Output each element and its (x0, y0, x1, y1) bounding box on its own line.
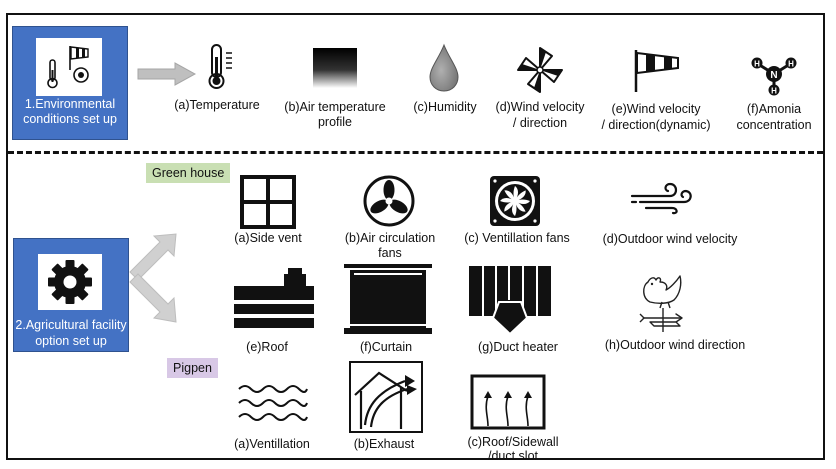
svg-text:H: H (754, 60, 760, 69)
label-outdoor-wind-velocity: (d)Outdoor wind velocity (602, 232, 738, 246)
window-vent-icon (240, 175, 296, 229)
svg-text:H: H (771, 87, 777, 96)
weathervane-icon (639, 275, 683, 332)
label-ammonia-line2: concentration (736, 118, 812, 132)
label-air-circulation-line2: fans (378, 246, 402, 260)
label-roof: (e)Roof (246, 340, 288, 354)
circulation-fan-icon (363, 175, 415, 227)
label-curtain: (f)Curtain (359, 340, 413, 354)
pigpen-tag: Pigpen (167, 358, 218, 378)
environmental-conditions-box: 1.Environmental conditions set up (12, 26, 128, 140)
section1-title-line1: 1.Environmental (24, 97, 116, 111)
label-side-vent: (a)Side vent (234, 231, 302, 245)
duct-heater-icon (469, 266, 551, 336)
svg-text:H: H (788, 60, 794, 69)
label-wind-line2: / direction (512, 116, 568, 130)
label-ventillation-fans: (c) Ventillation fans (464, 231, 570, 245)
pinwheel-icon (517, 47, 563, 93)
label-roof-sidewall-line1: (c)Roof/Sidewall (467, 435, 559, 449)
gradient-profile-icon (313, 48, 357, 88)
label-roof-sidewall-line2: /duct slot (487, 449, 539, 463)
label-outdoor-wind-direction: (h)Outdoor wind direction (604, 338, 746, 352)
label-duct-heater: (g)Duct heater (478, 340, 558, 354)
ammonia-molecule-icon: N H H H (751, 57, 797, 96)
thermometer-icon (208, 44, 232, 89)
section2-title-line2: option set up (35, 334, 107, 348)
label-air-temp-line2: profile (317, 115, 353, 129)
wind-icon (630, 182, 692, 215)
curtain-icon (344, 264, 432, 334)
label-exhaust: (b)Exhaust (353, 437, 415, 451)
label-temperature: (a)Temperature (174, 98, 260, 112)
exhaust-building-icon (349, 361, 423, 433)
diagram-frame (6, 13, 825, 460)
greenhouse-tag: Green house (146, 163, 231, 183)
ventilation-fan-icon (490, 176, 540, 226)
svg-text:N: N (770, 70, 777, 81)
label-ammonia-line1: (f)Amonia (746, 102, 802, 116)
facility-icon-panel (38, 254, 102, 310)
branch-arrows-icon (129, 233, 177, 323)
section1-title-line2: conditions set up (23, 112, 117, 126)
windsock-icon (634, 50, 679, 92)
label-humidity: (c)Humidity (413, 100, 477, 114)
section2-title-line1: 2.Agricultural facility (15, 318, 127, 332)
label-air-temp-line1: (b)Air temperature (284, 100, 386, 114)
section-divider (8, 151, 823, 154)
label-wind-line1: (d)Wind velocity (495, 100, 585, 114)
label-ventillation: (a)Ventillation (234, 437, 310, 451)
label-windsock-line2: / direction(dynamic) (601, 118, 711, 132)
label-air-circulation-line1: (b)Air circulation (344, 231, 436, 245)
environment-sensors-icon (47, 46, 89, 89)
water-drop-icon (429, 43, 459, 92)
wavy-air-icon (238, 385, 308, 421)
label-windsock-line1: (e)Wind velocity (611, 102, 701, 116)
duct-slot-icon (470, 374, 546, 430)
gear-icon (48, 260, 92, 304)
agricultural-facility-box: 2.Agricultural facility option set up (13, 238, 129, 352)
roof-icon (234, 268, 314, 328)
right-arrow-icon (137, 62, 197, 86)
environment-icon-panel (36, 38, 102, 96)
